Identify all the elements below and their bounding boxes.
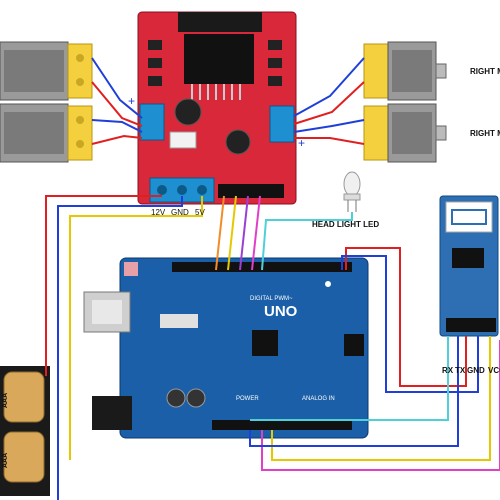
bt-gnd-label: GND <box>467 366 485 375</box>
left-motor-bottom <box>0 103 93 163</box>
right-motor-bottom <box>363 103 447 163</box>
digital-pwm-label: DIGITAL PWM~ <box>250 296 293 302</box>
right-motor-top-label: RIGHT M <box>470 67 500 76</box>
driver-gnd-label: GND <box>171 208 189 217</box>
right-motor-bottom-label: RIGHT M <box>470 129 500 138</box>
analog-in-label: ANALOG IN <box>302 396 335 402</box>
arduino-uno-label: UNO <box>264 303 298 320</box>
left-motor-top <box>0 41 93 101</box>
arduino-uno-board <box>83 257 369 439</box>
driver-12v-label: 12V <box>151 208 166 217</box>
right-motor-top <box>363 41 447 101</box>
driver-plus-right: + <box>298 136 306 150</box>
signal-wires <box>45 195 500 500</box>
battery-pack <box>0 366 50 496</box>
motor-driver-board <box>137 11 297 205</box>
head-light-label: HEAD LIGHT LED <box>312 220 380 229</box>
driver-plus-left: + <box>128 94 136 108</box>
battery-top-label: AAA <box>2 392 9 408</box>
power-label: POWER <box>236 396 259 402</box>
motor-wires <box>91 57 365 145</box>
bt-tx-label: TX <box>455 366 466 375</box>
driver-5v-label: 5V <box>195 208 205 217</box>
head-light-led <box>343 171 361 212</box>
bt-rx-label: RX <box>442 366 454 375</box>
battery-bottom-label: AAA <box>2 452 9 468</box>
bt-vcc-label: VCC <box>488 366 500 375</box>
bluetooth-module <box>439 195 499 337</box>
